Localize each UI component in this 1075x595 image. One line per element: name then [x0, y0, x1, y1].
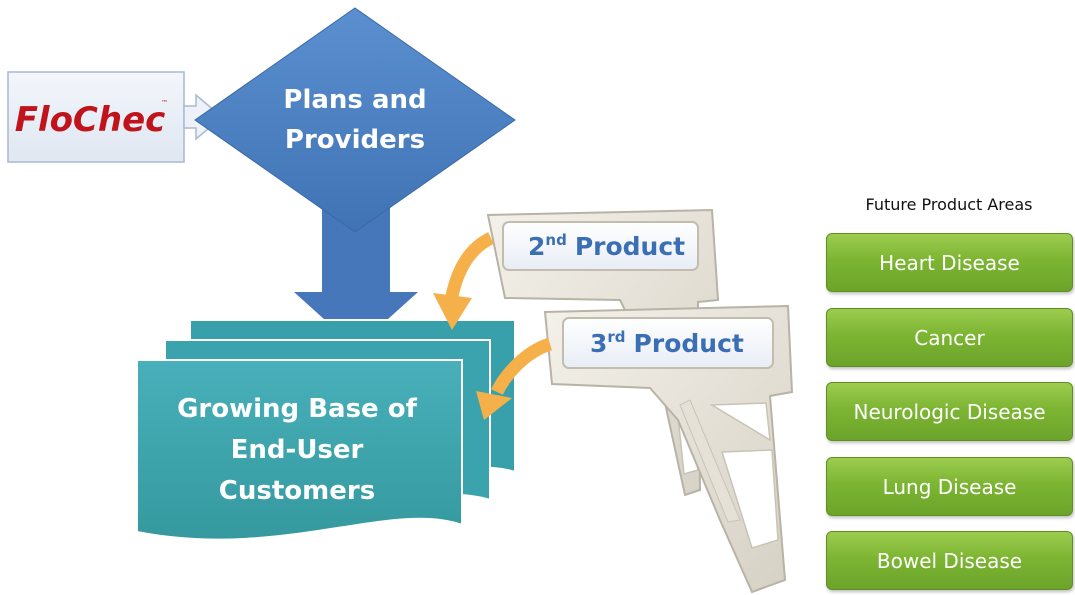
customers-line-1: Growing Base of	[177, 394, 418, 424]
area-cancer[interactable]: Cancer	[826, 308, 1073, 367]
product-3-curved-arrow	[476, 337, 553, 420]
area-neurologic-disease[interactable]: Neurologic Disease	[826, 382, 1073, 441]
customers-line-2: End-User	[231, 435, 364, 465]
flochec-logo-box: FloChec ™	[7, 71, 185, 163]
diamond-line-1: Plans and	[283, 85, 426, 115]
diamond-to-customers-arrow	[294, 200, 418, 348]
area-bowel-disease[interactable]: Bowel Disease	[826, 531, 1073, 590]
product-2-curved-arrow	[433, 232, 495, 330]
area-lung-disease[interactable]: Lung Disease	[826, 457, 1073, 516]
flochec-logo: FloChec	[15, 100, 166, 140]
diamond-line-2: Providers	[285, 125, 425, 155]
trademark-mark: ™	[161, 99, 168, 107]
customers-stack: Growing Base of End-User Customers	[136, 319, 516, 541]
customers-line-3: Customers	[219, 476, 375, 506]
plans-providers-diamond: Plans and Providers	[194, 7, 516, 233]
area-heart-disease[interactable]: Heart Disease	[826, 233, 1073, 292]
future-product-areas-title: Future Product Areas	[865, 195, 1033, 214]
